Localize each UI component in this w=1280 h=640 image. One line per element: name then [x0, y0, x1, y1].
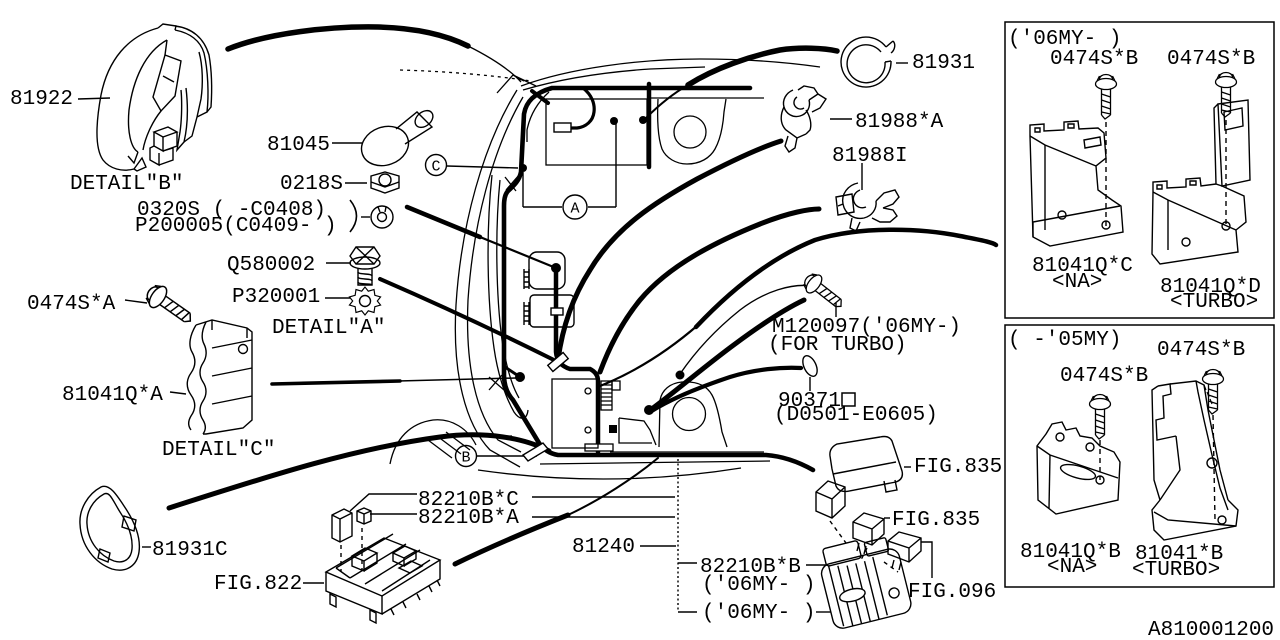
svg-text:P320001: P320001 — [232, 286, 320, 309]
svg-text:P200005(C0409- ): P200005(C0409- ) — [135, 215, 337, 238]
svg-text:FIG.835: FIG.835 — [914, 456, 1002, 479]
svg-text:81041Q*C: 81041Q*C — [1032, 255, 1133, 278]
svg-text:82210B*B: 82210B*B — [700, 556, 801, 579]
svg-text:A: A — [571, 201, 580, 218]
svg-text:('06MY- ): ('06MY- ) — [702, 602, 815, 625]
svg-text:81931C: 81931C — [152, 539, 228, 562]
svg-text:81240: 81240 — [572, 536, 635, 559]
svg-text:0474S*B: 0474S*B — [1167, 48, 1255, 71]
svg-text:('06MY- ): ('06MY- ) — [1008, 28, 1121, 51]
svg-text:0474S*B: 0474S*B — [1050, 48, 1138, 71]
svg-text:Q580002: Q580002 — [227, 254, 315, 277]
svg-text:FIG.822: FIG.822 — [214, 573, 302, 596]
svg-text:90371: 90371 — [778, 390, 841, 413]
svg-text:<TURBO>: <TURBO> — [1170, 291, 1258, 314]
svg-text:<TURBO>: <TURBO> — [1132, 559, 1220, 582]
svg-text:( -'05MY): ( -'05MY) — [1008, 329, 1121, 352]
svg-text:FIG.096: FIG.096 — [908, 581, 996, 604]
svg-text:0218S: 0218S — [280, 173, 343, 196]
svg-text:DETAIL"A": DETAIL"A" — [272, 317, 385, 340]
svg-text:DETAIL"B": DETAIL"B" — [70, 173, 183, 196]
svg-text:<NA>: <NA> — [1052, 271, 1102, 294]
svg-text:82210B*A: 82210B*A — [418, 507, 519, 530]
svg-text:FIG.835: FIG.835 — [892, 509, 980, 532]
svg-text:81041*B: 81041*B — [1135, 543, 1223, 566]
svg-text:81988I: 81988I — [832, 145, 908, 168]
svg-text:DETAIL"C": DETAIL"C" — [162, 439, 275, 462]
svg-text:0474S*A: 0474S*A — [27, 293, 116, 316]
svg-text:81045: 81045 — [267, 134, 330, 157]
svg-text:81041Q*A: 81041Q*A — [62, 384, 163, 407]
svg-text:0474S*B: 0474S*B — [1157, 339, 1245, 362]
svg-text:<NA>: <NA> — [1047, 556, 1097, 579]
svg-text:M120097('06MY-): M120097('06MY-) — [772, 316, 961, 339]
svg-text:(D0501-E0605): (D0501-E0605) — [774, 404, 938, 427]
svg-text:82210B*C: 82210B*C — [418, 489, 519, 512]
svg-text:0320S ( -C0408): 0320S ( -C0408) — [137, 199, 326, 222]
svg-text:0474S*B: 0474S*B — [1060, 365, 1148, 388]
svg-text:B: B — [462, 450, 471, 467]
svg-text:81041Q*D: 81041Q*D — [1160, 276, 1261, 299]
svg-text:('06MY- ): ('06MY- ) — [702, 574, 815, 597]
svg-text:81931: 81931 — [912, 52, 975, 75]
svg-text:81922: 81922 — [10, 88, 73, 111]
svg-text:A810001200: A810001200 — [1148, 619, 1274, 640]
svg-text:(FOR TURBO): (FOR TURBO) — [768, 334, 907, 357]
svg-text:81041Q*B: 81041Q*B — [1020, 541, 1121, 564]
svg-text:81988*A: 81988*A — [855, 111, 944, 134]
svg-text:C: C — [432, 159, 441, 176]
